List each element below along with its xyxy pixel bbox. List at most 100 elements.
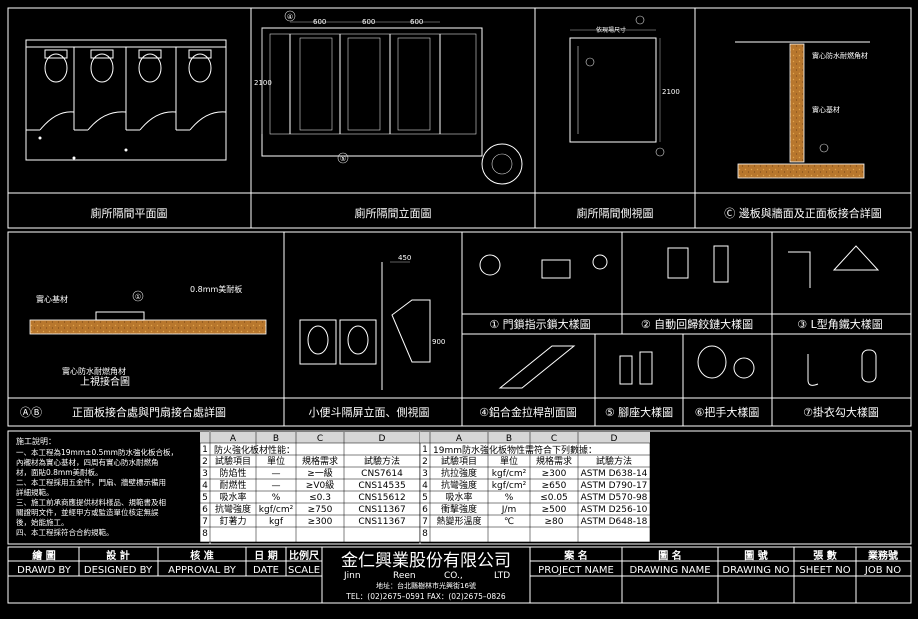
- table-cell: 吸水率: [219, 491, 246, 503]
- hinge-drawing: [667, 245, 729, 283]
- table-cell: J/m: [501, 505, 516, 515]
- company-name-en-1: Jinn: [343, 571, 361, 581]
- project-name-en: PROJECT NAME: [538, 565, 614, 576]
- table-cell: 衝擊強度: [441, 503, 477, 515]
- mark-5: ⑤: [340, 155, 346, 163]
- dim-450: 450: [398, 254, 411, 262]
- notes-line: 詳細規範。: [16, 487, 54, 497]
- drawing-no-zh: 圖 號: [744, 549, 767, 562]
- row-number: 6: [422, 505, 428, 515]
- caption-toilet-side: 廁所隔間側視圖: [577, 206, 654, 220]
- caption-handle: ⑥把手大樣圖: [695, 405, 760, 419]
- urinal-drawing: 450 900: [299, 254, 445, 390]
- wall-joint-drawing: 實心防水耐燃角材 實心基材: [735, 41, 870, 179]
- label-waterproof-wall: 實心防水耐燃角材: [812, 51, 868, 60]
- table-cell: ASTM D570-98: [581, 493, 648, 503]
- sheet-no-zh: 張 數: [813, 549, 836, 562]
- notes-line: 關證明文件，並經甲方或監造單位核定無誤: [16, 507, 159, 517]
- table-cell: 吸水率: [445, 491, 472, 503]
- designed-by-zh: 設 計: [106, 549, 129, 562]
- notes-line: 材，面貼0.8mm美耐板。: [16, 467, 103, 477]
- table-cell: CNS15612: [358, 493, 405, 503]
- table-cell: ≥500: [542, 505, 567, 515]
- col-header: A: [230, 434, 237, 444]
- toilet-side-drawing: 依現場尺寸 2100: [569, 15, 680, 157]
- table-cell: —: [272, 469, 281, 479]
- row-number: 1: [202, 445, 208, 455]
- table-cell: ≥V0級: [306, 479, 334, 491]
- date-zh: 日 期: [254, 549, 277, 562]
- notes-line: 一、本工程為19mm±0.5mm防水強化板合板，: [16, 447, 178, 457]
- table-cell: ≥一級: [307, 467, 333, 479]
- table-cell: ASTM D256-10: [581, 505, 648, 515]
- drawn-by-zh: 繪 圖: [32, 549, 55, 562]
- table-header-cell: 試驗項目: [215, 455, 251, 467]
- drawing-name-zh: 圖 名: [658, 549, 681, 562]
- mark-1: ①: [135, 293, 141, 301]
- dim-600-a: 600: [313, 18, 326, 26]
- table-cell: kgf/cm²: [492, 481, 527, 491]
- company-name-en-3: CO.,: [444, 571, 463, 581]
- notes-line: 後，始能施工。: [16, 517, 69, 527]
- col-header: B: [273, 434, 279, 444]
- caption-front-joint: 正面板接合處與門扇接合處詳圖: [72, 405, 226, 419]
- approval-by-zh: 核 准: [190, 549, 213, 562]
- row-number: 2: [202, 457, 208, 467]
- drawing-no-en: DRAWING NO: [722, 565, 789, 576]
- drawing-name-en: DRAWING NAME: [629, 565, 710, 576]
- caption-hook: ⑦掛衣勾大樣圖: [803, 405, 879, 419]
- table-title: 防火強化板材性能：: [214, 444, 295, 456]
- dim-600-b: 600: [362, 18, 375, 26]
- row-number: 3: [202, 469, 208, 479]
- col-header: C: [551, 434, 557, 444]
- row-number: 8: [422, 529, 428, 539]
- row-number: 4: [422, 481, 428, 491]
- construction-notes: 施工說明： 一、本工程為19mm±0.5mm防水強化板合板， 內襯材為實心基材，…: [16, 436, 178, 537]
- row-number: 7: [422, 517, 428, 527]
- hook-drawing: [807, 349, 877, 386]
- table-cell: 抗彎強度: [441, 479, 477, 491]
- toilet-plan-drawing: [25, 39, 227, 161]
- title-block: 繪 圖 DRAWD BY 設 計 DESIGNED BY 核 准 APPROVA…: [7, 546, 912, 604]
- job-no-en: JOB NO: [864, 565, 901, 576]
- table-cell: CNS7614: [361, 469, 403, 479]
- table-cell: ASTM D648-18: [581, 517, 648, 527]
- table-header-cell: 單位: [500, 455, 518, 467]
- caption-toilet-plan: 廁所隔間平面圖: [91, 206, 168, 220]
- caption-rail: ④鋁合金拉桿剖面圖: [479, 405, 577, 419]
- table-cell: %: [505, 493, 514, 503]
- rail-drawing: [498, 345, 576, 389]
- col-header: D: [611, 434, 618, 444]
- row-number: 6: [202, 505, 208, 515]
- row-number: 1: [422, 445, 428, 455]
- company-name-zh: 金仁興業股份有限公司: [341, 551, 511, 571]
- top-view-label: 上視接合圖: [80, 375, 130, 388]
- date-en: DATE: [253, 565, 279, 576]
- col-header: D: [379, 434, 386, 444]
- caption-wall-joint: Ⓒ 邊板與牆面及正面板接合詳圖: [724, 206, 882, 220]
- notes-line: 二、本工程採用五金件，門扇、牆壁標示備用: [16, 477, 166, 487]
- table-cell: CNS14535: [358, 481, 405, 491]
- sheet-no-en: SHEET NO: [799, 565, 850, 576]
- dim-2100-elevation: 2100: [254, 79, 272, 87]
- table-cell: 抗彎強度: [215, 503, 251, 515]
- notes-title: 施工說明：: [16, 436, 56, 446]
- notes-line: 三、施工前承商應提供材料樣品、規範書及相: [16, 497, 166, 507]
- row-number: 8: [202, 529, 208, 539]
- table-header-cell: 試驗方法: [364, 455, 400, 467]
- col-header: B: [506, 434, 512, 444]
- table-cell: ≤0.3: [309, 493, 331, 503]
- drawn-by-en: DRAWD BY: [17, 565, 72, 576]
- front-joint-drawing: 實心基材 0.8mm美耐板 實心防水耐燃角材 上視接合圖 ①: [29, 284, 267, 388]
- spec-table-right: A B C D 1 19mm防水強化板物性需符合下列數據： 2 試驗項目 單位 …: [419, 431, 651, 543]
- dim-600-c: 600: [410, 18, 423, 26]
- panel-captions: 廁所隔間平面圖 廁所隔間立面圖 廁所隔間側視圖 Ⓒ 邊板與牆面及正面板接合詳圖 …: [20, 206, 883, 419]
- label-steel-08: 0.8mm美耐板: [190, 284, 242, 294]
- foot-drawing: [619, 351, 653, 385]
- col-header: A: [456, 434, 463, 444]
- company-name-en-4: LTD: [494, 571, 510, 581]
- table-cell: ≥300: [308, 517, 333, 527]
- table-cell: CNS11367: [358, 517, 405, 527]
- dim-2100-side: 2100: [662, 88, 680, 96]
